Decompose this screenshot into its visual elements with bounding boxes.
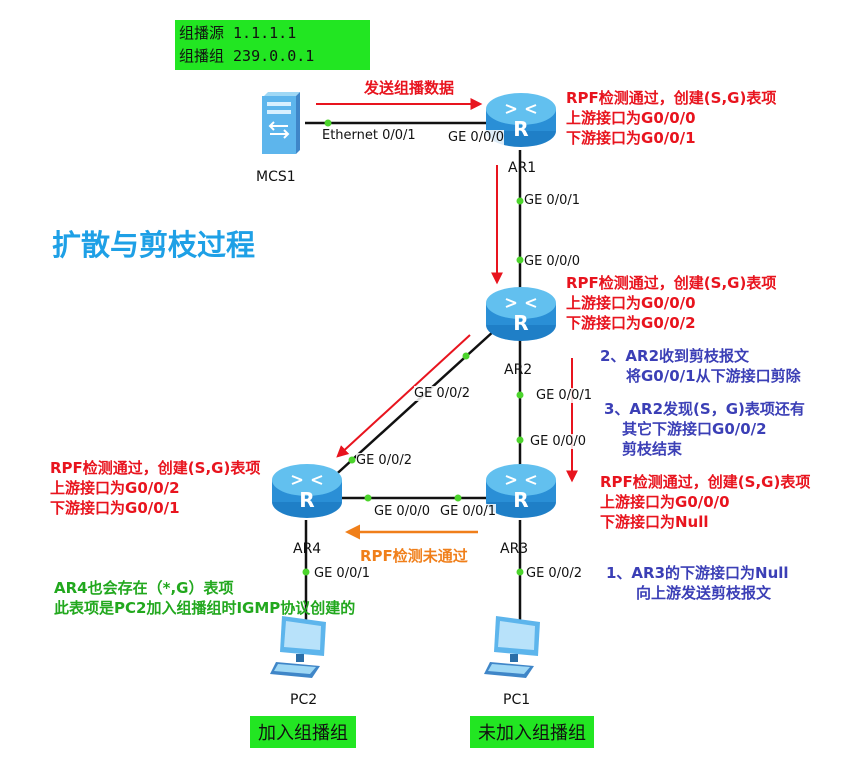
mcs-label: MCS1 bbox=[256, 169, 296, 185]
ar2-note: RPF检测通过，创建(S,G)表项 上游接口为G0/0/0 下游接口为G0/0/… bbox=[566, 273, 776, 333]
pc-icon-pc2 bbox=[268, 612, 332, 684]
ar1-note-line: RPF检测通过，创建(S,G)表项 bbox=[566, 89, 777, 107]
port-dot bbox=[364, 494, 372, 502]
ar4-note-line: 下游接口为G0/0/1 bbox=[50, 499, 180, 517]
server-icon bbox=[258, 90, 302, 156]
ar4-note-line: RPF检测通过，创建(S,G)表项 bbox=[50, 459, 261, 477]
pc1-label: PC1 bbox=[503, 692, 531, 708]
port-ar3-g002: GE 0/0/2 bbox=[526, 566, 582, 581]
port-dot bbox=[454, 494, 462, 502]
prune-note-3-line: 剪枝结束 bbox=[622, 440, 683, 458]
svg-text:R: R bbox=[513, 117, 528, 141]
svg-text:R: R bbox=[299, 488, 314, 512]
port-dot bbox=[516, 197, 524, 205]
port-ar2-g002: GE 0/0/2 bbox=[414, 386, 470, 401]
source-line-1: 组播源 1.1.1.1 bbox=[179, 24, 297, 42]
prune-note-1-line: 1、AR3的下游接口为Null bbox=[606, 564, 789, 582]
pc2-join-label: 加入组播组 bbox=[250, 716, 356, 748]
ar3-label: AR3 bbox=[500, 541, 529, 557]
arrow-ar2-to-ar4 bbox=[336, 334, 471, 458]
ar1-label: AR1 bbox=[508, 160, 537, 176]
port-ar2-g001: GE 0/0/1 bbox=[536, 388, 592, 403]
ar2-note-line: 上游接口为G0/0/0 bbox=[566, 294, 696, 312]
ar4-star-g-note-line: 此表项是PC2加入组播组时IGMP协议创建的 bbox=[54, 599, 356, 617]
router-icon-ar4: R bbox=[270, 462, 344, 520]
ar4-star-g-note: AR4也会存在（*,G）表项 此表项是PC2加入组播组时IGMP协议创建的 bbox=[54, 578, 355, 618]
prune-note-2: 2、AR2收到剪枝报文 将G0/0/1从下游接口剪除 bbox=[600, 346, 801, 386]
router-icon-ar2: R bbox=[484, 285, 558, 343]
port-ar3-g000-top: GE 0/0/0 bbox=[530, 434, 586, 449]
ar3-note-line: RPF检测通过，创建(S,G)表项 bbox=[600, 473, 811, 491]
svg-text:R: R bbox=[513, 488, 528, 512]
port-dot bbox=[348, 456, 356, 464]
ar2-label: AR2 bbox=[504, 362, 533, 378]
ar2-note-line: RPF检测通过，创建(S,G)表项 bbox=[566, 274, 777, 292]
source-box: 组播源 1.1.1.1 组播组 239.0.0.1 bbox=[175, 20, 370, 70]
ar1-note-line: 上游接口为G0/0/0 bbox=[566, 109, 696, 127]
port-dot bbox=[302, 568, 310, 576]
port-ar1-g001: GE 0/0/1 bbox=[524, 193, 580, 208]
svg-text:R: R bbox=[513, 311, 528, 335]
port-ar3-g001: GE 0/0/1 bbox=[440, 504, 496, 519]
port-ar4-g001: GE 0/0/1 bbox=[314, 566, 370, 581]
source-line-2: 组播组 239.0.0.1 bbox=[179, 47, 315, 65]
router-icon-ar1: R bbox=[484, 91, 558, 149]
ar4-label: AR4 bbox=[293, 541, 322, 557]
rpf-fail-label: RPF检测未通过 bbox=[360, 547, 468, 565]
prune-note-3-line: 3、AR2发现(S，G)表项还有 bbox=[604, 400, 805, 418]
send-label: 发送组播数据 bbox=[364, 79, 455, 97]
port-dot bbox=[516, 436, 524, 444]
prune-note-3: 3、AR2发现(S，G)表项还有 其它下游接口G0/0/2 剪枝结束 bbox=[604, 399, 805, 459]
port-ar4-g000: GE 0/0/0 bbox=[374, 504, 430, 519]
prune-note-3-line: 其它下游接口G0/0/2 bbox=[622, 420, 767, 438]
ar3-note: RPF检测通过，创建(S,G)表项 上游接口为G0/0/0 下游接口为Null bbox=[600, 472, 810, 532]
ar1-note-line: 下游接口为G0/0/1 bbox=[566, 129, 696, 147]
ar3-note-line: 上游接口为G0/0/0 bbox=[600, 493, 730, 511]
prune-note-2-line: 2、AR2收到剪枝报文 bbox=[600, 347, 750, 365]
ar4-note-line: 上游接口为G0/0/2 bbox=[50, 479, 180, 497]
port-dot bbox=[516, 256, 524, 264]
port-ar4-g002: GE 0/0/2 bbox=[356, 453, 412, 468]
port-dot bbox=[516, 568, 524, 576]
ar2-note-line: 下游接口为G0/0/2 bbox=[566, 314, 696, 332]
ar3-note-line: 下游接口为Null bbox=[600, 513, 709, 531]
ar1-note: RPF检测通过，创建(S,G)表项 上游接口为G0/0/0 下游接口为G0/0/… bbox=[566, 88, 776, 148]
diagram-title: 扩散与剪枝过程 bbox=[52, 228, 256, 262]
port-ar2-g000: GE 0/0/0 bbox=[524, 254, 580, 269]
router-icon-ar3: R bbox=[484, 462, 558, 520]
link-ar2-ar4 bbox=[329, 329, 496, 481]
prune-note-1: 1、AR3的下游接口为Null 向上游发送剪枝报文 bbox=[606, 563, 789, 603]
pc-icon-pc1 bbox=[482, 612, 546, 684]
ar4-note: RPF检测通过，创建(S,G)表项 上游接口为G0/0/2 下游接口为G0/0/… bbox=[50, 458, 260, 518]
pc2-label: PC2 bbox=[290, 692, 318, 708]
prune-note-2-line: 将G0/0/1从下游接口剪除 bbox=[626, 367, 801, 385]
port-dot bbox=[324, 119, 332, 127]
prune-note-1-line: 向上游发送剪枝报文 bbox=[636, 584, 772, 602]
port-dot bbox=[516, 391, 524, 399]
ar4-star-g-note-line: AR4也会存在（*,G）表项 bbox=[54, 579, 234, 597]
port-ar1-g000: GE 0/0/0 bbox=[448, 130, 504, 145]
port-mcs-eth: Ethernet 0/0/1 bbox=[322, 128, 416, 143]
port-dot bbox=[462, 352, 470, 360]
pc1-notjoin-label: 未加入组播组 bbox=[470, 716, 594, 748]
